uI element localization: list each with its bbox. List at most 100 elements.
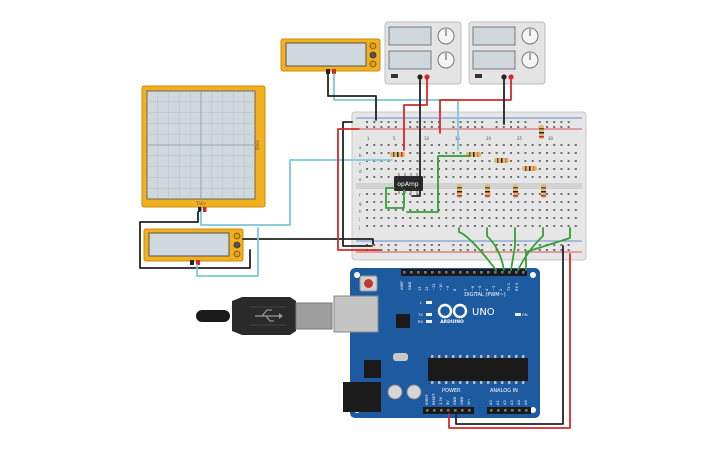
wire-green[interactable]	[510, 227, 516, 271]
l-led	[426, 301, 432, 304]
rx-label: RX	[418, 320, 423, 324]
power-supply-right[interactable]	[468, 21, 546, 85]
capacitor	[387, 384, 403, 400]
svg-text:c: c	[359, 161, 361, 166]
tx-led	[426, 313, 432, 316]
breadboard[interactable]: a b c d e f g h i j 1 5 10 15 20 25 30	[351, 111, 587, 261]
wire-cyan[interactable]	[200, 159, 393, 226]
on-led	[515, 313, 521, 316]
wire-black[interactable]	[342, 121, 373, 247]
wire-cyan[interactable]	[333, 73, 459, 151]
digital-header	[401, 269, 527, 276]
wire-green[interactable]	[517, 227, 544, 271]
svg-text:20: 20	[486, 136, 492, 141]
digital-pin-label: ~11	[432, 283, 436, 291]
wire-green[interactable]	[458, 227, 497, 271]
svg-text:30: 30	[548, 136, 554, 141]
gnd-label: GND	[408, 282, 412, 290]
negative-terminal[interactable]	[501, 74, 507, 80]
aref-label: AREF	[400, 281, 404, 290]
digital-pin-labels: 13 12 ~11 ~10 ~9 8 7 ~6 ~5 4 ~3 2 TX 1 R…	[418, 282, 519, 292]
breadboard-holes	[366, 121, 577, 251]
digital-pin-label: 12	[425, 286, 429, 291]
com-probe[interactable]	[190, 260, 194, 265]
wire-green[interactable]	[385, 187, 405, 209]
arduino-uno[interactable]: AREF GND 13 12 ~11 ~10 ~9 8 7 ~6 ~5 4 ~3…	[333, 268, 540, 418]
v-probe[interactable]	[196, 260, 200, 265]
digital-pin-label: ~6	[471, 285, 475, 291]
power-pin-label: 3.3V	[439, 396, 443, 405]
usb-port	[333, 295, 379, 333]
opamp-chip[interactable]: opAmp	[394, 173, 423, 194]
svg-text:i: i	[359, 217, 360, 222]
multimeter-top[interactable]	[280, 38, 381, 74]
wire-red[interactable]	[448, 253, 571, 429]
scope-probe-neg[interactable]	[198, 207, 202, 212]
power-pin-label: IOREF	[425, 394, 429, 405]
digital-pin-label: ~5	[478, 286, 482, 291]
svg-text:f: f	[359, 193, 361, 198]
svg-text:a: a	[359, 145, 362, 150]
arduino-logo-text: ARDUINO	[440, 319, 464, 325]
wire-black[interactable]	[411, 79, 421, 197]
on-led-label: ON	[522, 313, 528, 317]
resistor-6[interactable]	[457, 184, 462, 198]
svg-text:e: e	[359, 177, 362, 182]
digital-pin-label: 13	[418, 286, 422, 291]
positive-terminal[interactable]	[424, 74, 430, 80]
resistor-9[interactable]	[541, 184, 546, 198]
analog-pin-label: A5	[524, 400, 528, 405]
analog-header-label: ANALOG IN	[490, 388, 518, 394]
wire-red[interactable]	[403, 79, 428, 151]
wire-black[interactable]	[327, 73, 377, 121]
usb-cable[interactable]	[196, 297, 333, 335]
svg-text:10: 10	[424, 136, 430, 141]
wire-black[interactable]	[242, 238, 374, 245]
tx-label: TX	[417, 313, 423, 317]
resistor-7[interactable]	[485, 184, 490, 198]
resistor-3[interactable]	[494, 158, 509, 163]
wire-green[interactable]	[406, 155, 471, 213]
svg-text:h: h	[359, 209, 362, 214]
analog-pin-label: A0	[489, 400, 493, 405]
resistor-8[interactable]	[513, 184, 518, 198]
wire-black[interactable]	[139, 211, 251, 269]
resistor-4[interactable]	[522, 166, 537, 171]
analog-pin-labels: A0 A1 A2 A3 A4 A5	[489, 400, 528, 405]
resistor-1[interactable]	[390, 152, 405, 157]
digital-pin-label: ~3	[492, 286, 496, 291]
atmega-chip	[428, 358, 528, 381]
power-pin-label: GND	[460, 397, 464, 405]
wire-black[interactable]	[455, 245, 564, 425]
oscilloscope[interactable]: V/div T/div	[141, 85, 266, 212]
v-probe[interactable]	[332, 69, 336, 74]
wire-cyan[interactable]	[196, 227, 259, 277]
multimeter-bottom[interactable]	[143, 228, 244, 265]
wire-red[interactable]	[439, 79, 512, 134]
opamp-label: opAmp	[397, 181, 418, 188]
svg-text:b: b	[359, 153, 362, 158]
power-header-label: POWER	[442, 388, 461, 394]
voltage-regulator	[364, 360, 381, 378]
svg-text:25: 25	[517, 136, 523, 141]
com-probe[interactable]	[326, 69, 330, 74]
power-supply-left[interactable]	[384, 21, 462, 85]
analog-pin-label: A2	[503, 400, 507, 405]
digital-pin-label: 4	[485, 288, 489, 291]
wires	[139, 73, 571, 429]
power-pin-label: Vin	[467, 399, 471, 405]
power-pin-labels: IOREF RESET 3.3V 5V GND GND Vin	[425, 393, 471, 405]
wire-green[interactable]	[525, 227, 571, 271]
scope-vdiv-label: V/div	[255, 139, 260, 150]
scope-probe-pos[interactable]	[203, 207, 207, 212]
positive-terminal[interactable]	[508, 74, 514, 80]
usb-chip	[396, 314, 410, 328]
wire-red[interactable]	[337, 128, 381, 251]
digital-pin-label: TX 1	[507, 283, 511, 292]
l-led-label: L	[420, 301, 422, 305]
digital-pin-label: 2	[499, 289, 503, 291]
resistor-5[interactable]	[539, 125, 544, 139]
negative-terminal[interactable]	[417, 74, 423, 80]
wire-green[interactable]	[486, 227, 505, 271]
